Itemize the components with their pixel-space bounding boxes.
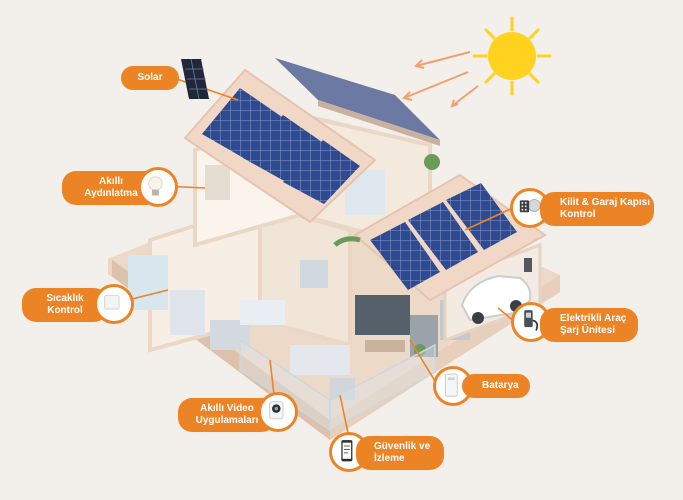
video-label-line1: Akıllı Video — [200, 403, 254, 414]
lock-label-line2: Kontrol — [560, 209, 596, 220]
interior-furniture — [128, 154, 470, 400]
ev-label: Elektrikli Araç Şarj Ünitesi — [540, 308, 638, 342]
temperature-label-line1: Sıcaklık — [46, 293, 84, 304]
roof-right — [333, 173, 547, 302]
security-label-line2: İzleme — [374, 453, 405, 464]
roof-top — [275, 58, 440, 146]
lighting-label-line2: Aydınlatma — [84, 188, 138, 199]
lighting-label-line1: Akıllı — [99, 176, 123, 187]
roof-left — [183, 68, 377, 224]
ev-label-line1: Elektrikli Araç — [560, 313, 627, 324]
solar-label: Solar — [121, 66, 179, 90]
security-label-line1: Güvenlik ve — [374, 441, 431, 452]
lock-label-line1: Kilit & Garaj Kapısı — [560, 197, 651, 208]
glass-fence — [239, 338, 436, 432]
battery-label: Batarya — [462, 374, 530, 398]
battery-label-text: Batarya — [482, 380, 519, 391]
sun-ray-arrows — [402, 51, 479, 108]
temperature-label: Sıcaklık Kontrol — [22, 288, 108, 322]
light-bulb-icon — [138, 167, 178, 207]
lock-label: Kilit & Garaj Kapısı Kontrol — [540, 192, 654, 226]
solar-label-text: Solar — [137, 72, 163, 83]
ev-label-line2: Şarj Ünitesi — [560, 325, 616, 336]
security-camera-icon — [258, 392, 298, 432]
temperature-label-line2: Kontrol — [47, 305, 83, 316]
sun-icon — [472, 16, 552, 96]
security-label: Güvenlik ve İzleme — [356, 436, 444, 470]
video-label-line2: Uygulamaları — [195, 415, 259, 426]
solar-panel-icon — [177, 57, 213, 101]
thermostat-icon — [94, 284, 134, 324]
